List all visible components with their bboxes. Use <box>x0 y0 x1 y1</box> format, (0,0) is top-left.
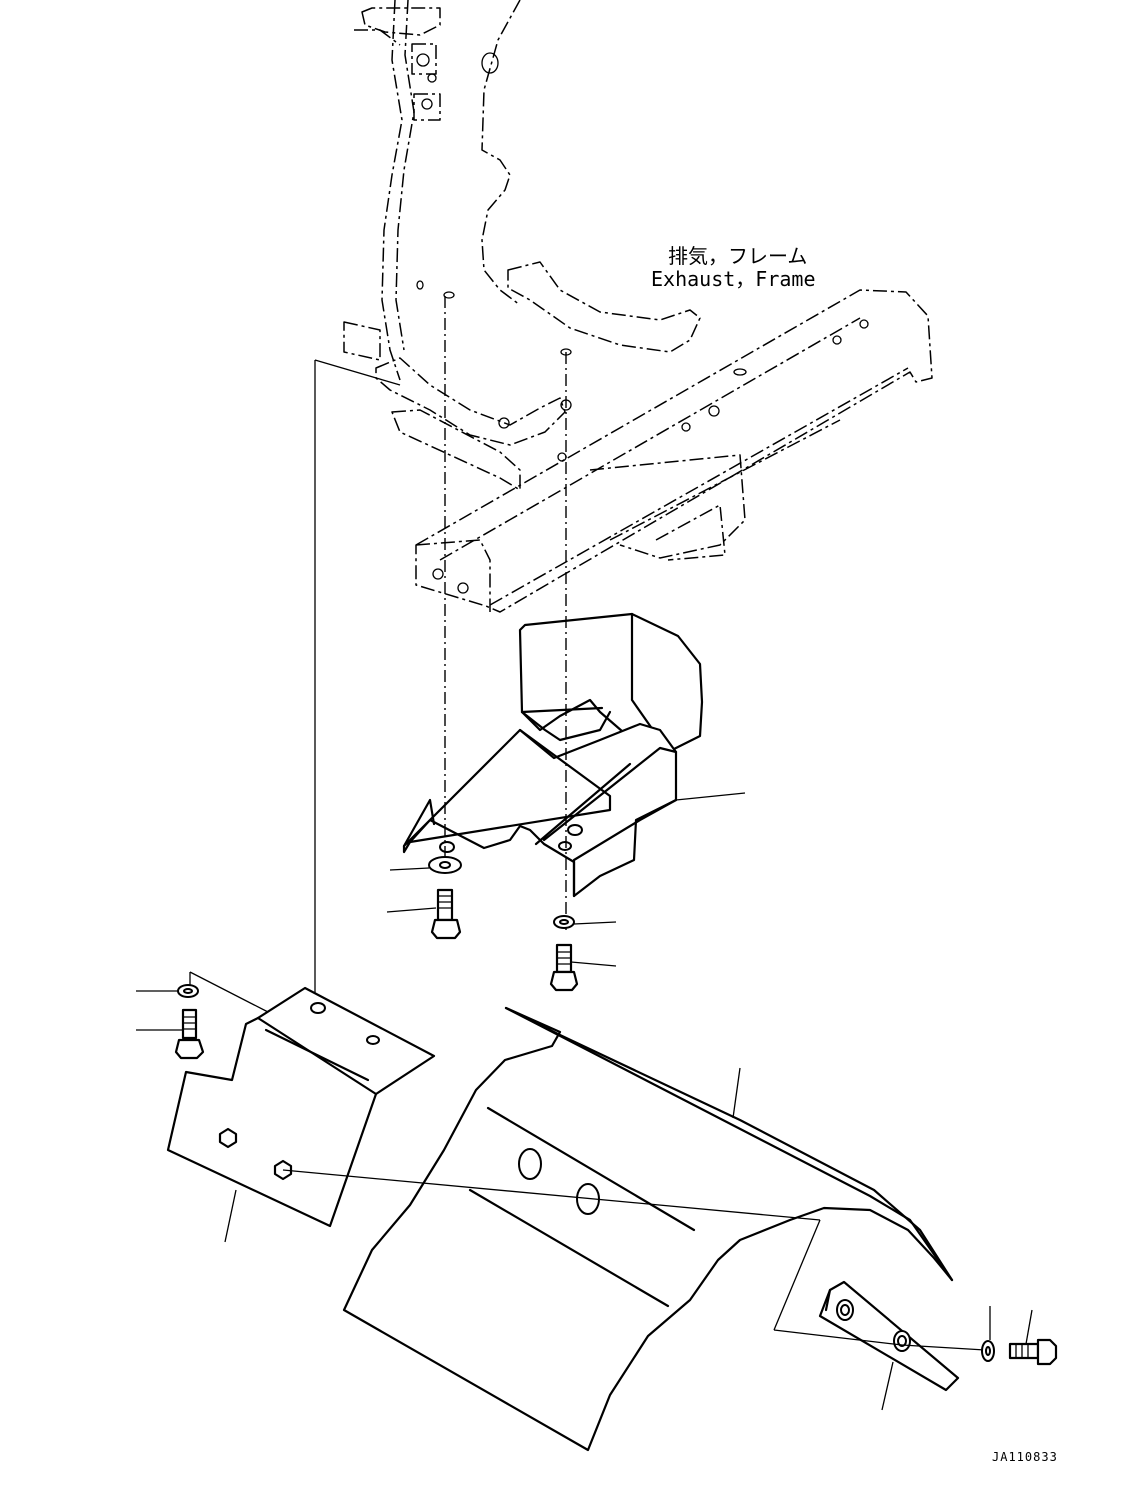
center-lines <box>314 296 567 1006</box>
washer-center-right <box>553 915 617 929</box>
bolt-right <box>1008 1309 1058 1366</box>
washer-left <box>136 984 199 998</box>
washer-center-left <box>389 856 462 874</box>
right-clamp-plate <box>773 1219 986 1411</box>
drawing-code: JA110833 <box>992 1450 1058 1464</box>
bolt-left <box>136 1008 205 1060</box>
exhaust-cover <box>282 1006 954 1452</box>
bolt-center-right <box>549 943 617 992</box>
title-en: Exhaust，Frame <box>651 267 816 291</box>
exhaust-frame-phantom <box>343 0 933 613</box>
upper-heat-shield <box>402 612 746 898</box>
bolt-center-left <box>386 888 462 940</box>
washer-right <box>981 1306 995 1362</box>
title-jp: 排気，フレーム <box>668 244 807 268</box>
left-bracket-plate <box>166 971 436 1243</box>
